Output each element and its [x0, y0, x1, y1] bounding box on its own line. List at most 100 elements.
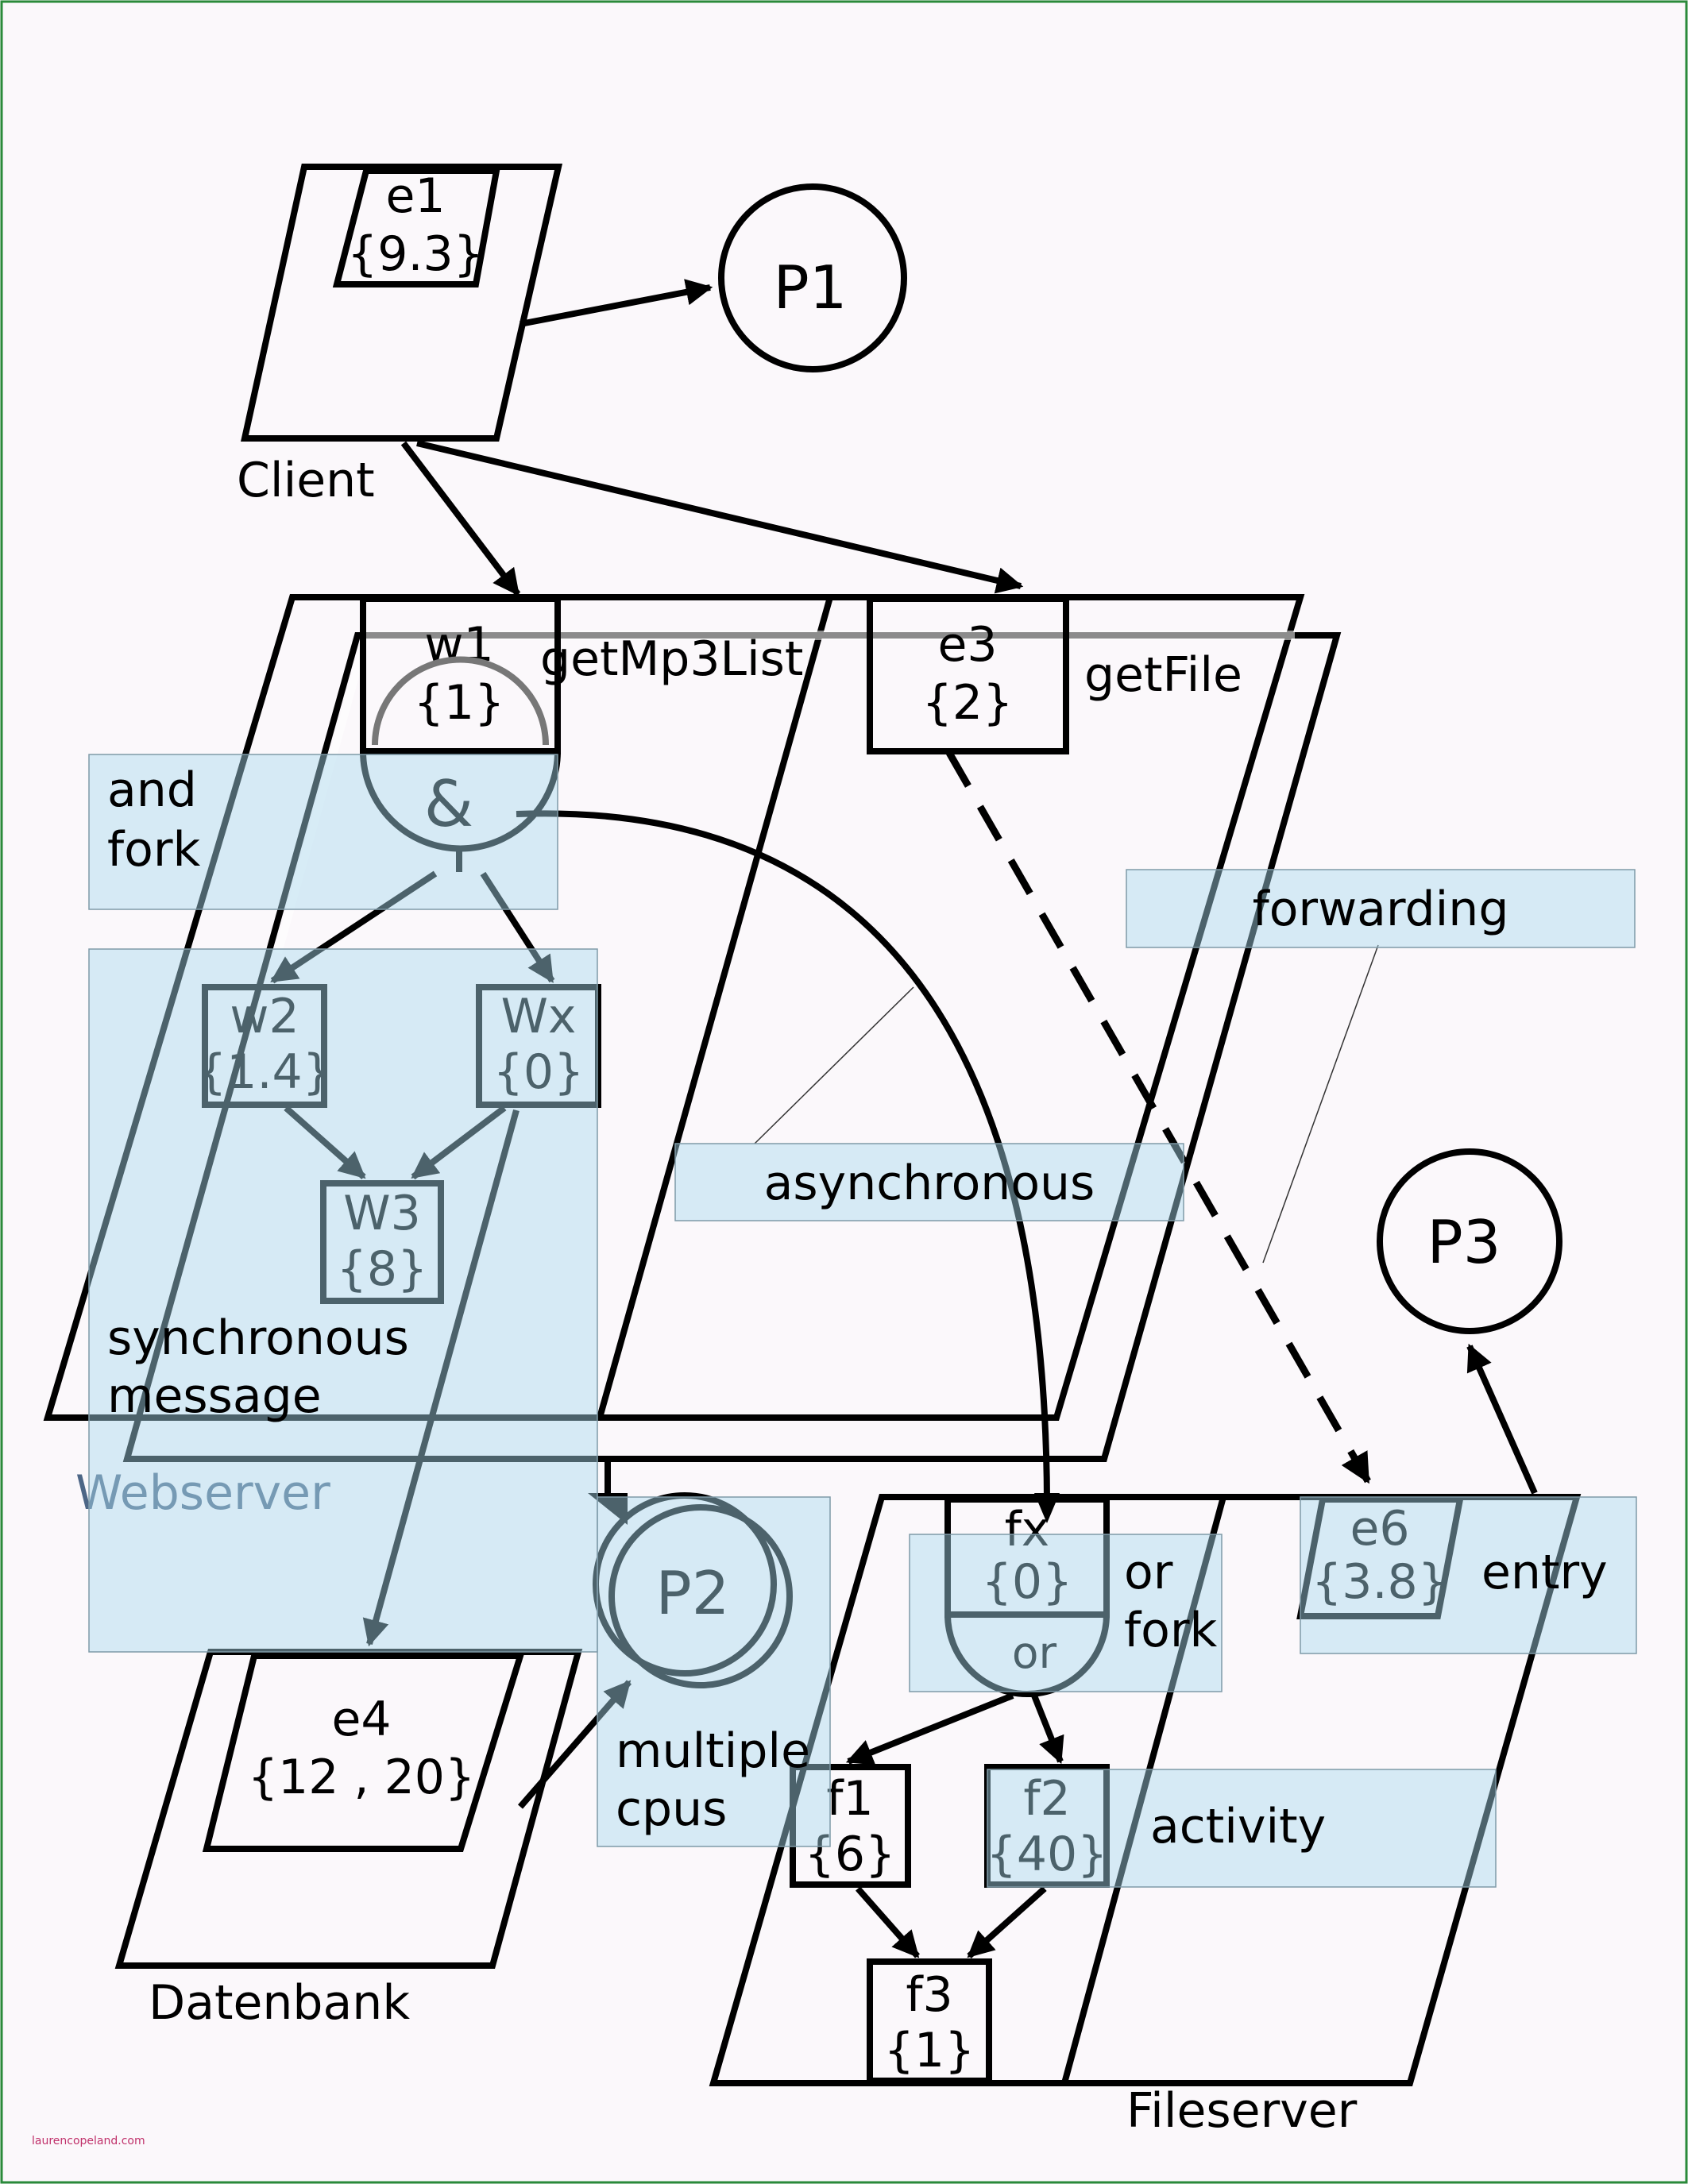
- wx-to-w3-arrow: [411, 1105, 507, 1180]
- e1-entry-box: [332, 168, 500, 287]
- wx-activity-box: [476, 984, 601, 1108]
- w3-activity-box: [320, 1180, 444, 1304]
- fileserver-label: Fileserver: [1126, 2083, 1358, 2139]
- e6-entry-name: e6: [1350, 1501, 1409, 1557]
- fileserver-entry-divider: [1061, 1495, 1226, 2085]
- fork-to-wx-arrow: [480, 871, 555, 983]
- webserver-highlight-2: [274, 638, 369, 955]
- client-task: e1 {9.3} Client: [237, 164, 563, 508]
- or-fork-note-line-2: fork: [1124, 1603, 1218, 1658]
- wx-to-e4-arrow: [362, 1109, 520, 1647]
- fx-entry-name: fx: [1005, 1502, 1050, 1557]
- synchronous-message-note-line-2: message: [107, 1368, 322, 1424]
- w1-entry-value: {1}: [414, 675, 505, 731]
- p2-circle-back: [608, 1504, 793, 1688]
- wx-activity-name: Wx: [501, 989, 577, 1044]
- fx-entry-box: [944, 1496, 1110, 1618]
- wx-activity-value: {0}: [493, 1044, 585, 1100]
- or-fork-note: [909, 1534, 1223, 1692]
- f2-to-f3-arrow: [967, 1886, 1047, 1958]
- fileserver-to-p3-arrow: [1466, 1343, 1538, 1495]
- forwarding-dashed-arrow: [946, 751, 1371, 1484]
- e4-entry-box: [202, 1653, 525, 1852]
- and-fork-shape: [360, 751, 561, 852]
- fork-to-f2-arrow: [1031, 1694, 1064, 1765]
- f2-activity-name: f2: [1023, 1771, 1070, 1827]
- and-fork-note-line-1: and: [107, 762, 197, 818]
- entry-note: [1300, 1496, 1637, 1654]
- p3-circle: [1377, 1148, 1562, 1334]
- w1-entry-label: getMp3List: [540, 631, 803, 687]
- or-fork-symbol: or: [1012, 1627, 1057, 1678]
- f1-activity-box: [790, 1764, 911, 1888]
- or-fork-shape: [944, 1614, 1110, 1697]
- w2-activity-box: [202, 984, 327, 1108]
- webserver-entry-divider: [597, 596, 833, 1419]
- e3-entry-value: {2}: [922, 675, 1014, 731]
- webserver-to-p2-line: [127, 1456, 611, 1505]
- w1-arc: [372, 656, 549, 746]
- synchronous-message-note-line-1: synchronous: [107, 1310, 409, 1366]
- and-fork-symbol: &: [424, 767, 473, 841]
- multiple-cpus-note-line-2: cpus: [616, 1781, 727, 1837]
- client-to-e3-arrow: [416, 440, 1024, 594]
- webserver-label: Webserver: [75, 1465, 330, 1521]
- client-to-w1-arrow: [400, 441, 521, 596]
- synchronous-message-note: [88, 948, 598, 1653]
- p1-label: P1: [774, 253, 848, 322]
- processor-p1: P1: [718, 183, 907, 372]
- activity-note-text: activity: [1150, 1799, 1326, 1854]
- w2-to-w3-arrow: [284, 1106, 366, 1179]
- watermark-text: laurencopeland.com: [32, 2135, 145, 2147]
- asynchronous-call-arc: [516, 810, 1050, 1502]
- f1-activity-name: f1: [826, 1771, 873, 1827]
- e6-entry-value: {3.8}: [1311, 1554, 1448, 1610]
- w1-entry-box: [360, 596, 561, 754]
- entry-note-text: entry: [1481, 1545, 1608, 1600]
- asynchronous-note: [674, 1143, 1184, 1221]
- w2-activity-value: {1.4}: [196, 1044, 333, 1100]
- multiple-cpus-note-line-1: multiple: [616, 1723, 810, 1779]
- w2-activity-name: w2: [230, 989, 299, 1044]
- fileserver-task: fx {0} or e6 {3.8} f1 {6} f2 {40} f3 {1}…: [709, 1494, 1582, 2139]
- fork-to-f1-arrow: [845, 1692, 1014, 1765]
- multiple-cpus-note: [597, 1496, 831, 1847]
- asynchronous-leader-line: [754, 986, 914, 1144]
- activity-note: [987, 1769, 1497, 1888]
- f1-activity-value: {6}: [805, 1827, 896, 1882]
- e1-entry-value: {9.3}: [347, 226, 484, 282]
- f2-activity-value: {40}: [987, 1827, 1108, 1882]
- annotation-layer: and fork synchronous message forwarding …: [88, 754, 1637, 1888]
- f3-activity-value: {1}: [884, 2023, 975, 2078]
- forwarding-leader-line: [1262, 944, 1379, 1264]
- e4-entry-name: e4: [331, 1692, 391, 1747]
- w3-activity-value: {8}: [337, 1241, 428, 1297]
- and-fork-note-line-2: fork: [107, 822, 201, 878]
- processor-p3: P3: [1377, 1148, 1562, 1334]
- f1-to-f3-arrow: [856, 1886, 920, 1958]
- client-label: Client: [237, 453, 375, 508]
- forwarding-note: [1126, 869, 1636, 948]
- e1-entry-name: e1: [385, 168, 445, 224]
- f3-activity-box: [867, 1958, 992, 2084]
- client-task-shape: [241, 164, 563, 442]
- p2-label: P2: [656, 1558, 730, 1628]
- asynchronous-note-text: asynchronous: [764, 1156, 1095, 1211]
- e3-entry-name: e3: [937, 617, 997, 673]
- e4-entry-value: {12 , 20}: [248, 1750, 475, 1805]
- fork-to-w2-arrow: [270, 870, 438, 984]
- p2-circle-front: [593, 1492, 777, 1677]
- e6-entry-box: [1296, 1496, 1464, 1619]
- w3-activity-name: W3: [343, 1186, 421, 1241]
- datenbank-label: Datenbank: [149, 1975, 410, 2031]
- processor-p2: P2: [593, 1492, 793, 1688]
- or-fork-note-line-1: or: [1124, 1545, 1173, 1600]
- e3-entry-box: [867, 596, 1069, 754]
- fx-entry-value: {0}: [982, 1554, 1073, 1610]
- webserver-task: w1 {1} getMp3List e3 {2} getFile & w2 {1…: [43, 594, 1342, 1521]
- e4-to-p2-arrow: [517, 1680, 632, 1809]
- f3-activity-name: f3: [906, 1967, 952, 2023]
- and-fork-note: [88, 754, 558, 910]
- forwarding-note-text: forwarding: [1253, 882, 1509, 937]
